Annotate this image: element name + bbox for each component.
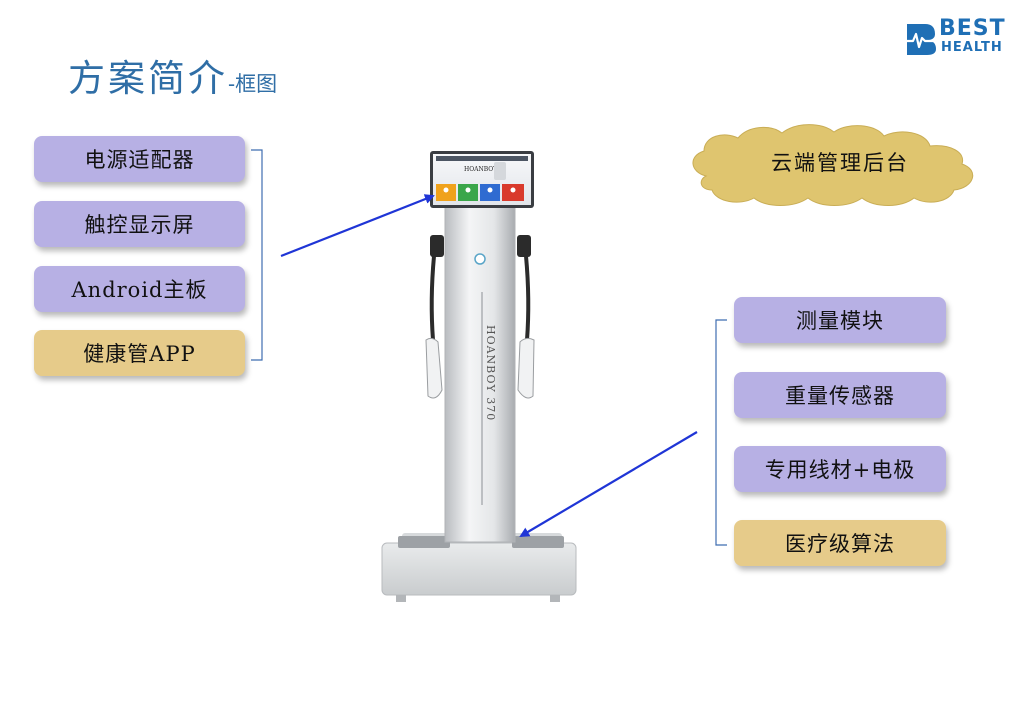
component-label: 健康管APP <box>83 342 196 366</box>
component-android-board: Android主板 <box>34 266 245 312</box>
component-label: 触控显示屏 <box>84 213 195 237</box>
best-health-logo: BEST HEALTH <box>905 16 1015 62</box>
component-measurement-module: 测量模块 <box>734 297 946 343</box>
component-label: 重量传感器 <box>785 384 895 408</box>
component-label: 医疗级算法 <box>785 532 895 556</box>
left-bracket <box>251 149 263 361</box>
arrow-to-base <box>519 431 698 538</box>
component-cable-electrode: 专用线材+电极 <box>734 446 946 492</box>
screen-brand-text: HOANBOY <box>464 166 498 173</box>
device-brand-text: HOANBOY 370 <box>484 325 497 421</box>
component-label: Android主板 <box>71 278 208 302</box>
page-title-sub: -框图 <box>228 72 278 96</box>
component-power-adapter: 电源适配器 <box>34 136 245 182</box>
component-health-app: 健康管APP <box>34 330 245 376</box>
component-label: 专用线材+电极 <box>764 458 916 482</box>
page-title-main: 方案简介 <box>68 57 228 100</box>
body-composition-analyzer: HOANBOY 370 HOANBOY <box>381 151 577 602</box>
component-touch-screen: 触控显示屏 <box>34 201 245 247</box>
right-bracket <box>715 319 727 546</box>
cloud-management-label: 云端管理后台 <box>690 139 990 185</box>
heartbeat-logo-icon <box>907 24 936 55</box>
component-label: 电源适配器 <box>84 148 195 172</box>
component-medical-algorithm: 医疗级算法 <box>734 520 946 566</box>
cloud-label-text: 云端管理后台 <box>771 151 909 175</box>
cloud-shape <box>692 124 974 206</box>
logo-text-best: BEST <box>939 16 1006 41</box>
arrow-to-screen <box>280 194 435 258</box>
component-label: 测量模块 <box>796 309 884 333</box>
component-weight-sensor: 重量传感器 <box>734 372 946 418</box>
page-title: 方案简介-框图 <box>68 48 277 102</box>
logo-text-health: HEALTH <box>941 40 1003 55</box>
